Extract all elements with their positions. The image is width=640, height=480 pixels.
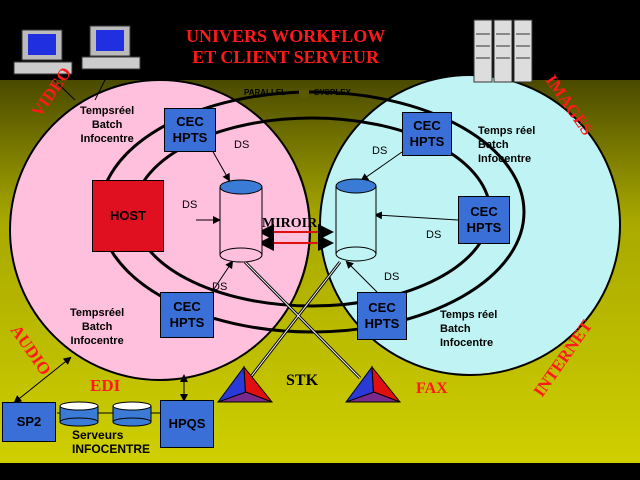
cylinder-right [335, 178, 377, 262]
title-line-2: ET CLIENT SERVEUR [192, 47, 379, 67]
modes-line: Tempsréel [70, 307, 125, 319]
risc-label: RISC 6000 [544, 48, 594, 60]
modes-line: Batch [478, 139, 509, 151]
modes-line: Infocentre [70, 335, 124, 347]
server-disk-1 [59, 401, 99, 427]
server-disk-2 [112, 401, 152, 427]
stk-pyramid [217, 365, 274, 403]
modes-line: Batch [81, 321, 113, 333]
host-box: HOST [92, 180, 164, 252]
modes-right-bottom: Temps réel Batch Infocentre [440, 308, 497, 350]
modes-line: Temps réel [478, 125, 536, 137]
stk-label: STK [286, 372, 319, 389]
ds-label: DS [426, 229, 442, 241]
modes-line: Batch [440, 323, 471, 335]
hpts-label: HPTS [169, 315, 205, 330]
miroir-label: MIROIR [262, 216, 318, 231]
modes-left-top: Tempsréel Batch Infocentre [80, 104, 134, 146]
pc-label: PC [150, 40, 168, 55]
fax-label: FAX [416, 380, 448, 397]
hpqs-box: HPQS [160, 400, 214, 448]
modes-left-bottom: Tempsréel Batch Infocentre [70, 306, 124, 348]
hpts-label: HPTS [172, 130, 208, 145]
modes-line: Tempsréel [80, 105, 135, 117]
title-line-1: UNIVERS WORKFLOW [186, 26, 386, 46]
sp2-box: SP2 [2, 402, 56, 442]
ds-label: DS [384, 271, 400, 283]
servers-label: Serveurs INFOCENTRE [72, 428, 150, 456]
ds-label: DS [372, 145, 388, 157]
modes-line: Infocentre [440, 337, 494, 349]
cec-label: CEC [413, 118, 441, 133]
edi-label: EDI [90, 376, 121, 395]
hpts-label: HPTS [409, 134, 445, 149]
servers-line-2: INFOCENTRE [72, 442, 150, 456]
hpqs-label: HPQS [168, 416, 206, 431]
modes-right-top: Temps réel Batch Infocentre [478, 124, 535, 166]
modes-line: Temps réel [440, 309, 498, 321]
cec-label: CEC [173, 299, 201, 314]
pc-icons [13, 25, 141, 101]
servers-line-1: Serveurs [72, 428, 124, 442]
cec-label: CEC [470, 204, 498, 219]
cec-label: CEC [368, 300, 396, 315]
ds-label: DS [234, 139, 250, 151]
ds-label: DS [182, 199, 198, 211]
cylinder-left [219, 179, 263, 263]
ds-label: DS [212, 281, 228, 293]
parallel-label: PARALLEL [244, 88, 287, 97]
modes-line: Infocentre [80, 133, 134, 145]
hpts-label: HPTS [466, 220, 502, 235]
risc-servers [473, 19, 533, 83]
fax-pyramid [345, 365, 402, 403]
cec-label: CEC [176, 114, 204, 129]
title: UNIVERS WORKFLOW ET CLIENT SERVEUR [186, 26, 385, 68]
modes-line: Batch [91, 119, 123, 131]
sysplex-label: SYSPLEX [314, 88, 351, 97]
host-label: HOST [109, 208, 147, 223]
sp2-label: SP2 [16, 414, 42, 429]
modes-line: Infocentre [478, 153, 532, 165]
hpts-label: HPTS [364, 316, 400, 331]
